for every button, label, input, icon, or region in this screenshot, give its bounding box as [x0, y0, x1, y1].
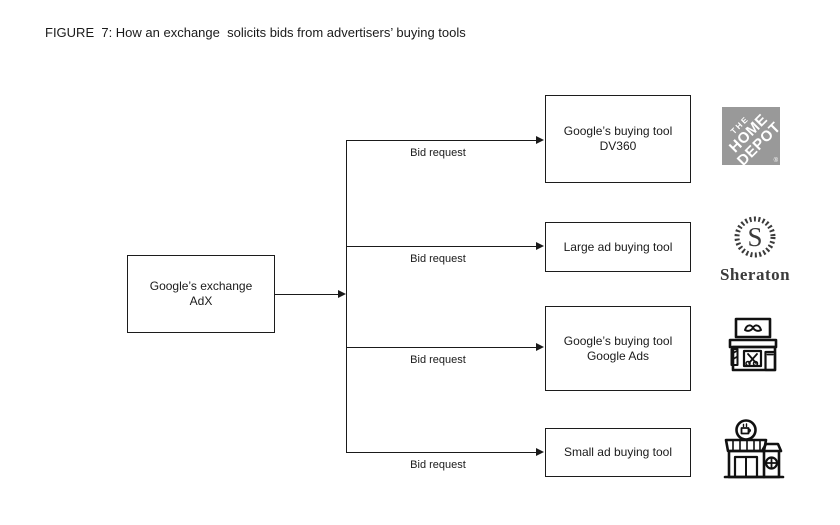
- shop-sign: [734, 317, 772, 339]
- arrowhead-icon: [536, 242, 544, 250]
- registered-mark: ®: [773, 158, 778, 164]
- node-label-line1: Google’s exchange: [149, 279, 253, 293]
- connector-branch-4: [346, 452, 537, 453]
- arrowhead-icon: [536, 136, 544, 144]
- node-large-ad-buying-tool: Large ad buying tool: [545, 222, 691, 272]
- sheraton-wreath-icon: S: [734, 216, 776, 258]
- edge-label-bid-request-2: Bid request: [410, 253, 466, 265]
- sheraton-logo: S Sheraton: [710, 211, 800, 285]
- figure-title: FIGURE 7: How an exchange solicits bids …: [45, 25, 466, 40]
- node-label-line2: DV360: [599, 139, 637, 153]
- node-label-line1: Small ad buying tool: [563, 445, 673, 459]
- laurel-wreath: [734, 216, 776, 258]
- home-depot-logo: THE HOME DEPOT ®: [722, 107, 780, 165]
- connector-branch-3: [346, 347, 537, 348]
- edge-label-bid-request-1: Bid request: [410, 147, 466, 159]
- cafe-storefront-icon: [723, 419, 785, 479]
- home-depot-wordmark: THE HOME DEPOT: [725, 110, 780, 165]
- awning-stripes: [732, 439, 761, 452]
- steam: [742, 423, 748, 428]
- barber-pole-stripes: [730, 349, 739, 361]
- arrowhead-icon: [536, 448, 544, 456]
- arrowhead-icon: [338, 290, 346, 298]
- sheraton-monogram: S: [747, 222, 762, 252]
- node-label-line2: AdX: [189, 294, 213, 308]
- shop-window: [742, 349, 763, 368]
- node-label-line1: Google’s buying tool: [563, 333, 673, 348]
- connector-branch-2: [346, 246, 537, 247]
- connector-branch-1: [346, 140, 537, 141]
- round-sign: [735, 419, 757, 441]
- scissors-handle: [752, 360, 759, 367]
- node-label-line1: Google’s buying tool: [563, 124, 673, 138]
- coffee-cup: [740, 427, 750, 435]
- connector-source-line: [275, 294, 339, 295]
- edge-label-bid-request-3: Bid request: [410, 354, 466, 366]
- node-label-line1: Large ad buying tool: [563, 239, 673, 254]
- node-googles-exchange-adx: Google’s exchange AdX: [127, 255, 275, 333]
- node-dv360: Google’s buying tool DV360: [545, 95, 691, 183]
- node-google-ads: Google’s buying tool Google Ads: [545, 306, 691, 391]
- connector-spine: [346, 140, 347, 453]
- cup-handle: [747, 428, 752, 434]
- scissors-handle: [745, 360, 751, 367]
- node-label-line2: Google Ads: [586, 348, 650, 363]
- sheraton-wordmark: Sheraton: [719, 265, 791, 284]
- node-small-ad-buying-tool: Small ad buying tool: [545, 428, 691, 477]
- shop-door: [764, 350, 777, 372]
- mustache: [744, 324, 762, 332]
- arrowhead-icon: [536, 343, 544, 351]
- barbershop-storefront-icon: [728, 317, 778, 372]
- edge-label-bid-request-4: Bid request: [410, 459, 466, 471]
- window-cross: [765, 456, 778, 470]
